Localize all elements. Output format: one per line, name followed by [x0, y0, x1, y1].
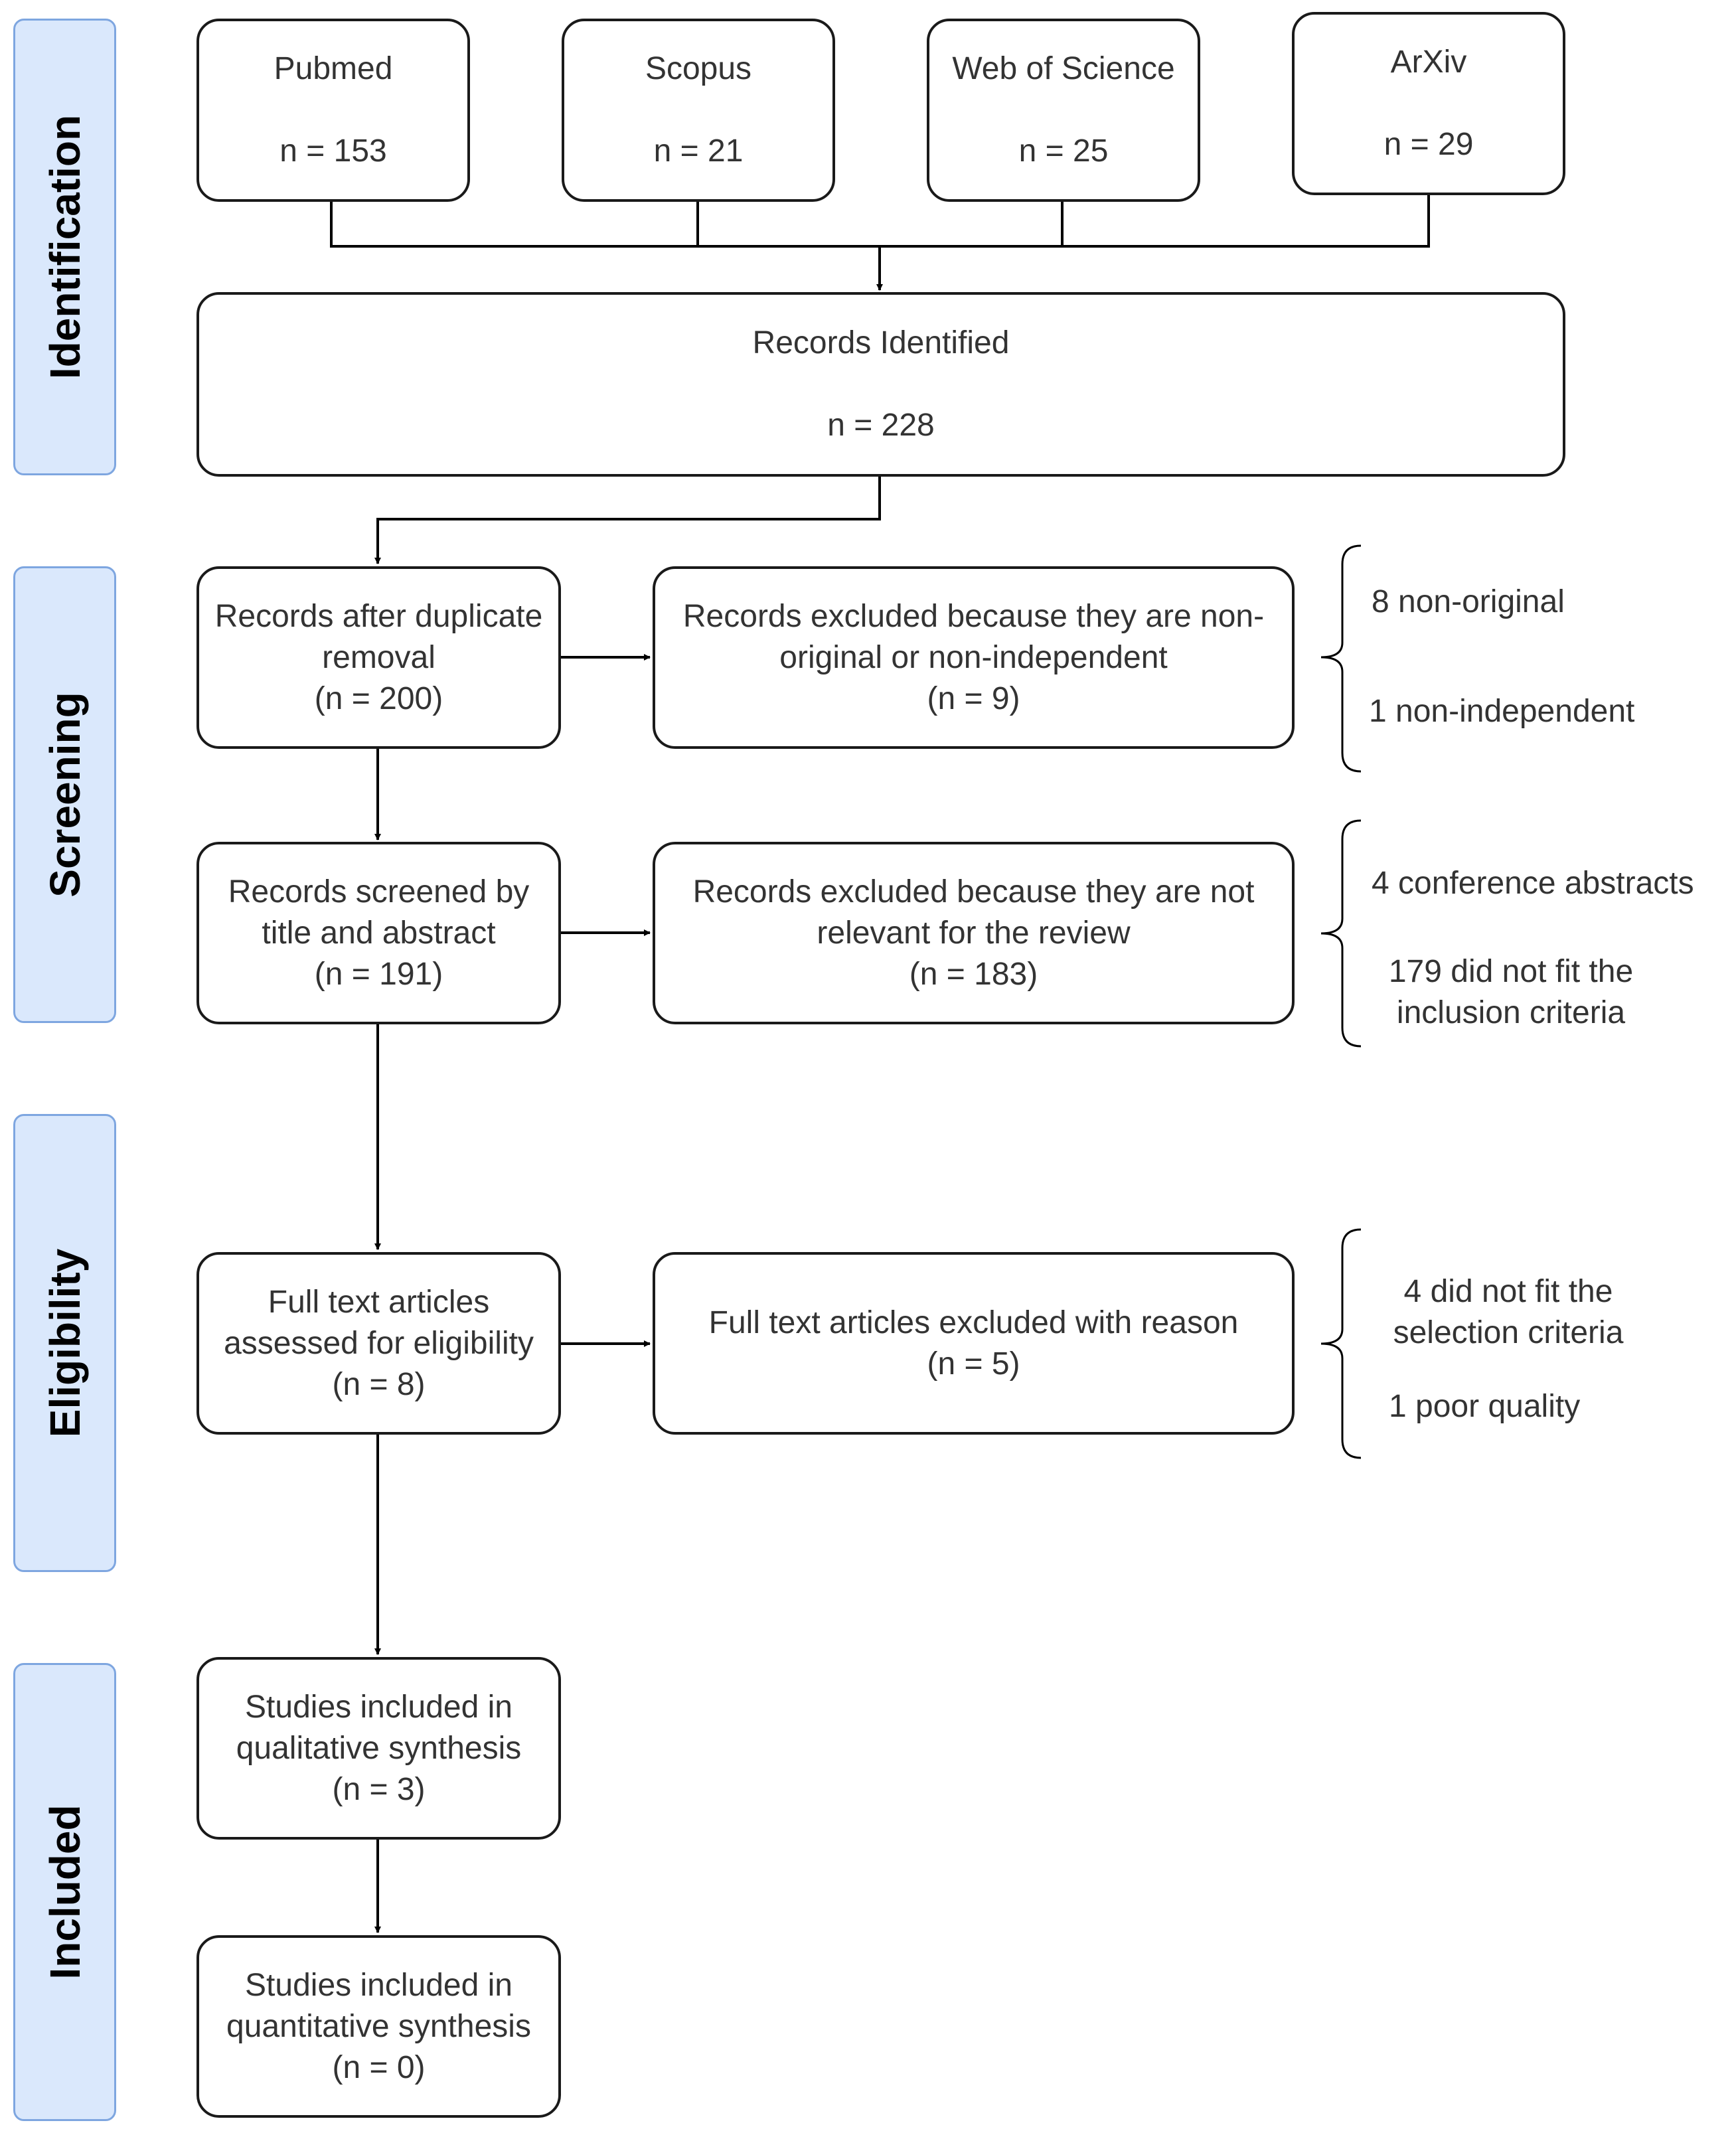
- source-count: n = 153: [279, 133, 387, 169]
- phase-label-included: Included: [40, 1804, 89, 1980]
- excluded-not-relevant-box: Records excluded because they are not re…: [653, 842, 1295, 1024]
- note-line: 4 did not fit the: [1403, 1274, 1613, 1309]
- source-box-web-of-science: Web of Science n = 25: [927, 19, 1200, 202]
- box-line: assessed for eligibility: [224, 1325, 534, 1361]
- note-line: selection criteria: [1393, 1315, 1624, 1350]
- source-name: Pubmed: [274, 51, 393, 86]
- records-identified-box: Records Identified n = 228: [197, 292, 1565, 477]
- box-line: quantitative synthesis: [226, 2008, 531, 2044]
- source-box-scopus: Scopus n = 21: [562, 19, 835, 202]
- brace-screening-1: [1320, 544, 1362, 773]
- box-count: (n = 5): [927, 1346, 1020, 1382]
- note-non-original: 8 non-original: [1372, 584, 1565, 619]
- records-identified-count: n = 228: [827, 408, 935, 443]
- brace-eligibility: [1320, 1228, 1362, 1459]
- box-line: original or non-independent: [779, 639, 1168, 675]
- after-duplicates-box: Records after duplicate removal (n = 200…: [197, 566, 561, 749]
- box-line: removal: [322, 639, 435, 675]
- box-count: (n = 191): [314, 956, 443, 992]
- full-text-excluded-box: Full text articles excluded with reason …: [653, 1252, 1295, 1435]
- phase-label-eligibility: Eligibility: [40, 1248, 89, 1438]
- phase-screening: Screening: [13, 566, 116, 1023]
- box-count: (n = 0): [332, 2049, 426, 2085]
- box-line: Studies included in: [245, 1689, 513, 1725]
- source-name: Scopus: [645, 51, 752, 86]
- box-line: qualitative synthesis: [236, 1730, 522, 1766]
- note-selection-criteria: 4 did not fit the selection criteria: [1376, 1271, 1641, 1354]
- phase-identification: Identification: [13, 19, 116, 475]
- full-text-assessed-box: Full text articles assessed for eligibil…: [197, 1252, 561, 1435]
- note-non-independent: 1 non-independent: [1369, 694, 1635, 729]
- phase-label-screening: Screening: [40, 692, 89, 898]
- phase-included: Included: [13, 1663, 116, 2121]
- box-line: Records screened by: [228, 874, 530, 910]
- arrow-to-after-duplicates: [374, 477, 881, 564]
- source-name: ArXiv: [1390, 44, 1467, 80]
- source-name: Web of Science: [952, 51, 1175, 86]
- qualitative-synthesis-box: Studies included in qualitative synthesi…: [197, 1657, 561, 1840]
- connector-pubmed: [330, 202, 880, 248]
- source-box-pubmed: Pubmed n = 153: [197, 19, 470, 202]
- box-line: Full text articles excluded with reason: [708, 1305, 1239, 1340]
- box-count: (n = 9): [927, 680, 1020, 716]
- box-line: Records excluded because they are not: [692, 874, 1255, 910]
- box-line: relevant for the review: [817, 915, 1131, 951]
- box-line: title and abstract: [262, 915, 496, 951]
- excluded-non-original-box: Records excluded because they are non- o…: [653, 566, 1295, 749]
- box-count: (n = 200): [314, 680, 443, 716]
- source-count: n = 29: [1383, 127, 1474, 162]
- box-count: (n = 8): [332, 1366, 426, 1402]
- source-box-arxiv: ArXiv n = 29: [1292, 12, 1565, 195]
- note-line: 179 did not fit the: [1388, 954, 1634, 989]
- note-line: inclusion criteria: [1396, 995, 1626, 1030]
- phase-eligibility: Eligibility: [13, 1114, 116, 1572]
- connector-arxiv: [880, 195, 1430, 248]
- box-line: Records after duplicate: [214, 598, 543, 634]
- box-count: (n = 183): [909, 956, 1038, 992]
- box-line: Full text articles: [268, 1284, 490, 1320]
- box-line: Studies included in: [245, 1967, 513, 2003]
- note-poor-quality: 1 poor quality: [1389, 1389, 1581, 1424]
- box-line: Records excluded because they are non-: [682, 598, 1265, 634]
- note-conference-abstracts: 4 conference abstracts: [1372, 866, 1694, 901]
- box-count: (n = 3): [332, 1771, 426, 1807]
- note-inclusion-criteria: 179 did not fit the inclusion criteria: [1378, 951, 1644, 1034]
- brace-screening-2: [1320, 819, 1362, 1048]
- quantitative-synthesis-box: Studies included in quantitative synthes…: [197, 1935, 561, 2118]
- source-count: n = 21: [653, 133, 744, 169]
- source-count: n = 25: [1018, 133, 1109, 169]
- records-identified-label: Records Identified: [752, 325, 1010, 360]
- screened-box: Records screened by title and abstract (…: [197, 842, 561, 1024]
- phase-label-identification: Identification: [40, 114, 89, 380]
